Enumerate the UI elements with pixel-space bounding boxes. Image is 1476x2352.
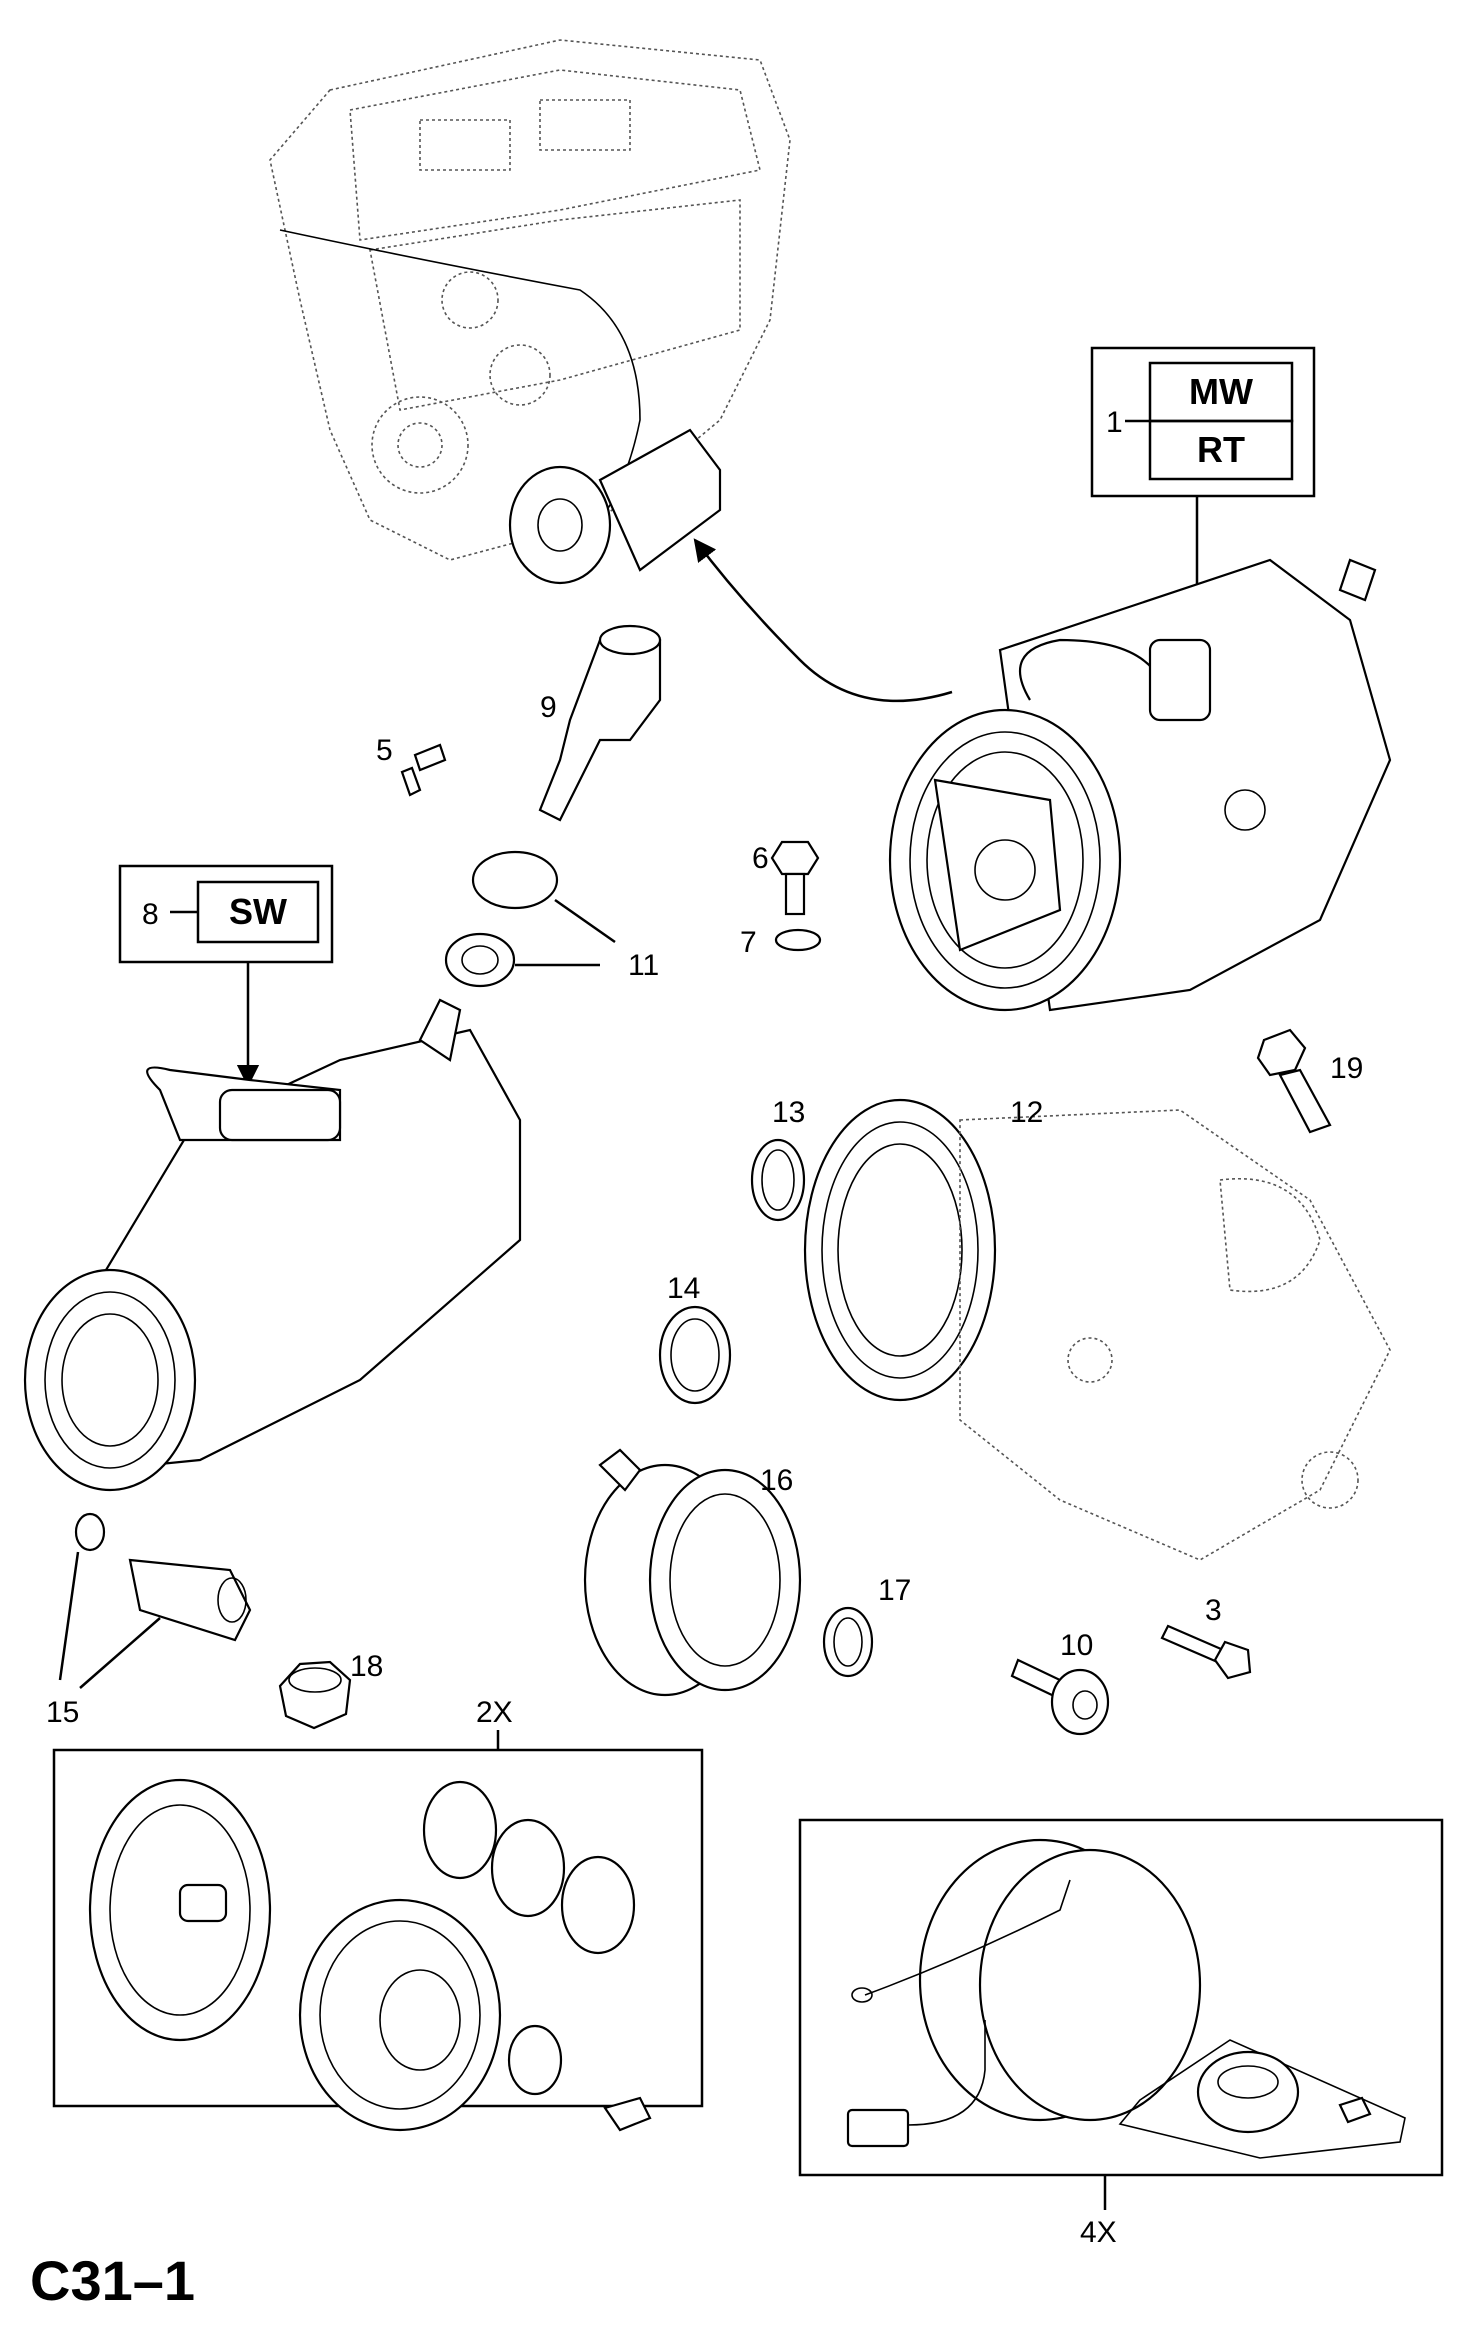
label-18: 18 — [350, 1650, 383, 1683]
callout-1: 1 — [1106, 406, 1123, 439]
part-15-switch: 15 — [46, 1512, 252, 1729]
label-10: 10 — [1060, 1629, 1093, 1662]
compressor-mw-rt — [888, 558, 1392, 1012]
label-11: 11 — [628, 949, 659, 982]
part-17-circlip: 17 — [822, 1574, 911, 1678]
label-7: 7 — [740, 926, 757, 959]
sheet-code: C31–1 — [30, 2249, 195, 2312]
label-19: 19 — [1330, 1052, 1363, 1085]
label-3: 3 — [1205, 1594, 1222, 1627]
variant-box-sw: SW 8 — [118, 864, 334, 1088]
part-3-bolt: 3 — [1160, 1594, 1252, 1680]
callout-8: 8 — [142, 898, 159, 931]
variant-code-rt: RT — [1197, 429, 1245, 470]
label-9: 9 — [540, 691, 557, 724]
part-11-seal: 11 — [444, 850, 659, 988]
label-2x: 2X — [476, 1696, 513, 1729]
part-14-circlip: 14 — [658, 1272, 732, 1405]
part-18-plug: 18 — [278, 1650, 383, 1730]
label-4x: 4X — [1080, 2216, 1117, 2249]
engine-illustration — [269, 39, 791, 585]
variant-box-mw-rt: MW RT 1 — [1090, 346, 1316, 615]
variant-code-sw: SW — [229, 891, 287, 932]
part-5-screw: 5 — [376, 734, 447, 797]
label-15: 15 — [46, 1696, 79, 1729]
part-13-circlip: 13 — [750, 1096, 805, 1222]
part-7-washer: 7 — [740, 926, 822, 959]
part-12-compressor: 12 — [803, 1096, 1391, 1561]
label-12: 12 — [1010, 1096, 1043, 1129]
label-16: 16 — [760, 1464, 793, 1497]
part-10-bolt: 10 — [1010, 1629, 1110, 1736]
label-14: 14 — [667, 1272, 700, 1305]
kit-4x: 4X — [798, 1818, 1444, 2249]
compressor-sw — [23, 998, 522, 1492]
label-5: 5 — [376, 734, 393, 767]
kit-2x: 2X — [52, 1696, 704, 2132]
label-17: 17 — [878, 1574, 911, 1607]
part-9-valve: 9 — [538, 624, 662, 822]
part-19-bolt: 19 — [1256, 1028, 1363, 1134]
location-arrow — [693, 538, 953, 703]
part-16-coil: 16 — [583, 1448, 802, 1697]
label-6: 6 — [752, 842, 769, 875]
part-6-bolt: 6 — [752, 840, 820, 916]
label-13: 13 — [772, 1096, 805, 1129]
variant-code-mw: MW — [1189, 371, 1253, 412]
